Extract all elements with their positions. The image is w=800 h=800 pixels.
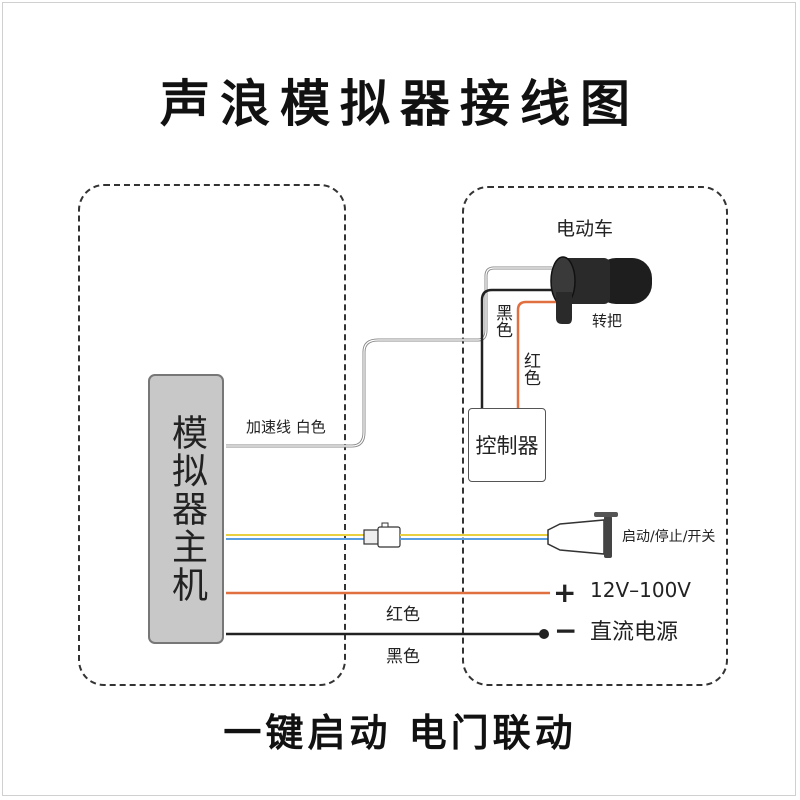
black-control-wire [480,288,554,408]
red-power-wire-label: 红色 [386,605,420,625]
power-voltage-label: 12V–100V [590,578,691,602]
wire-connector [363,522,401,548]
left-dashed-panel [78,184,346,686]
power-type-label: 直流电源 [590,620,679,645]
accel-wire-label: 加速线 白色 [246,418,326,436]
start-stop-switch [547,512,618,558]
vehicle-label: 电动车 [556,218,614,240]
controller-box: 控制器 [468,408,546,482]
footer-slogan: 一键启动 电门联动 [223,710,577,755]
black-power-terminal [539,629,549,639]
black-power-wire-label: 黑色 [386,647,420,667]
throttle-label: 转把 [592,312,623,330]
red-control-wire [516,300,556,408]
diagram-title: 声浪模拟器接线图 [160,74,640,133]
switch-label: 启动/停止/开关 [622,529,716,545]
black-control-wire-label: 黑色 [492,304,512,338]
simulator-host-unit: 模拟器主机 [148,374,224,644]
red-control-wire-label: 红色 [520,352,540,386]
power-plus-sign: + [553,576,577,609]
simulator-host-label: 模拟器主机 [166,414,207,604]
throttle-grip [550,256,652,324]
power-minus-sign: − [554,614,578,647]
right-dashed-panel [462,186,728,686]
accel-wire-core [226,267,552,447]
